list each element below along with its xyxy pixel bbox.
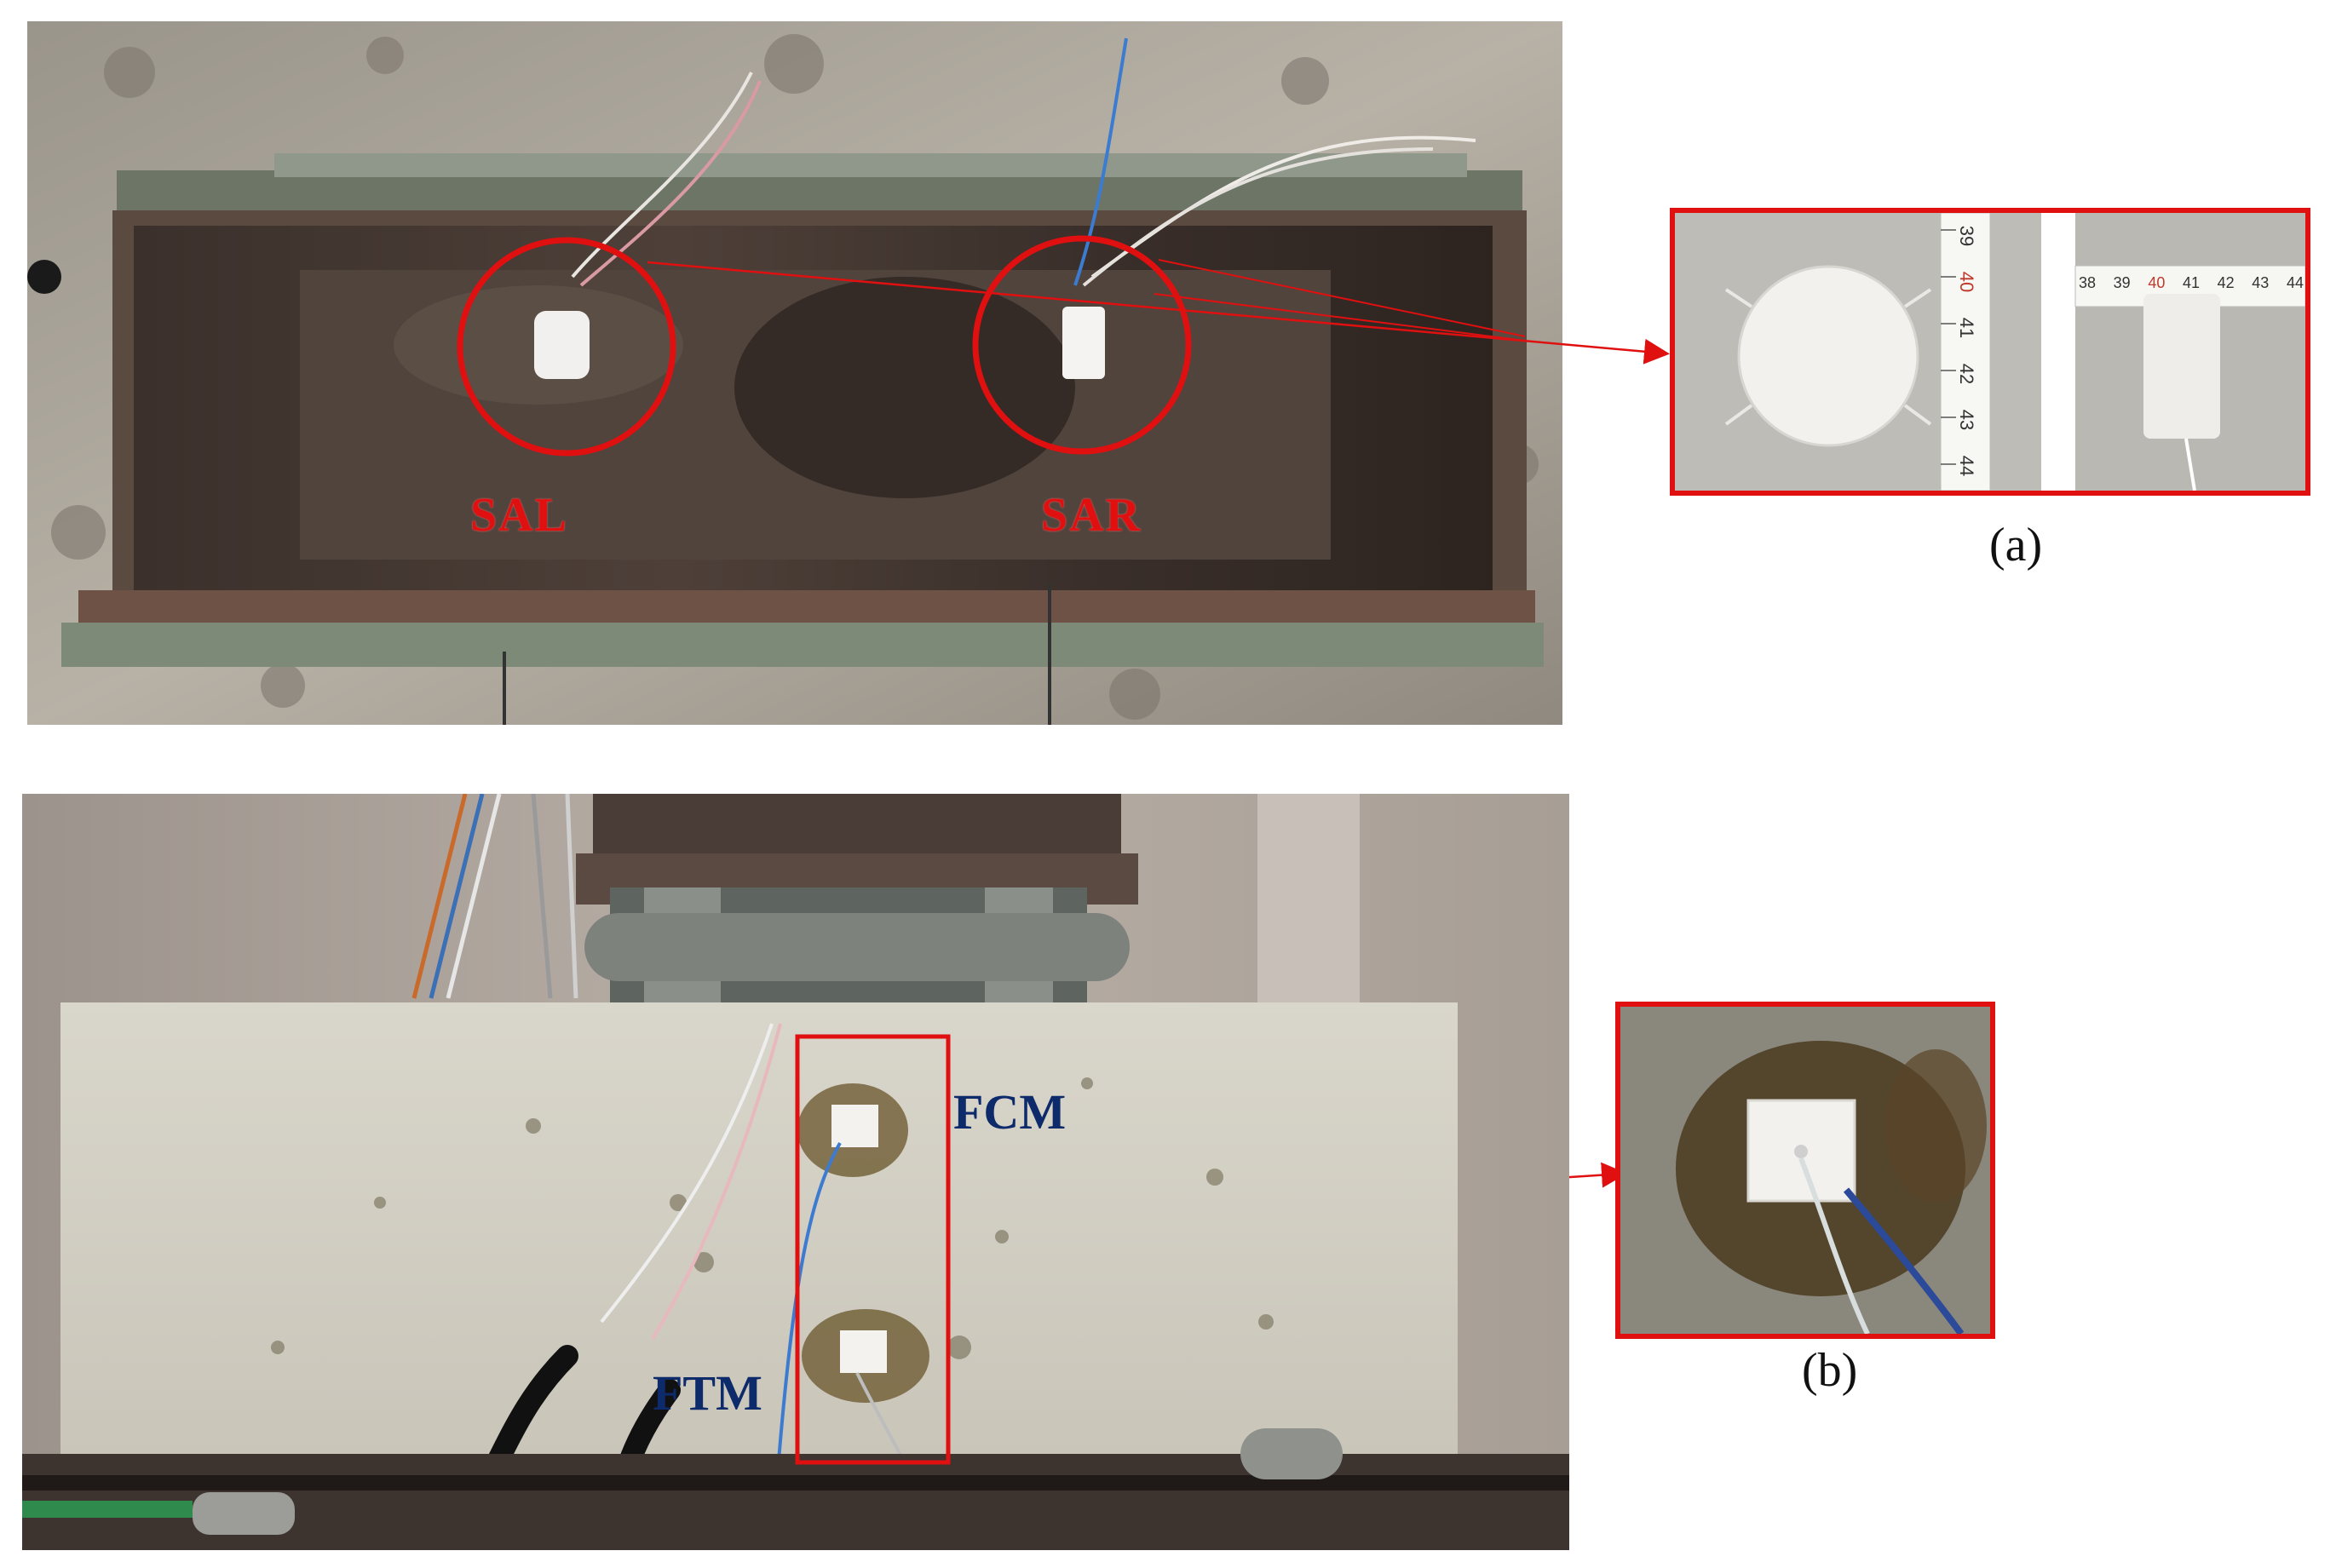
ruler-h-43: 43 — [2252, 274, 2270, 291]
panel-b-inset — [1615, 1002, 1995, 1339]
side-sensor — [2143, 294, 2220, 439]
label-sar: SAR — [1041, 489, 1142, 542]
highlight-rect-sensors — [795, 1034, 951, 1465]
sensor-sal — [534, 311, 590, 379]
panel-b-scene — [22, 794, 1569, 1550]
round-sensor — [1737, 265, 1919, 447]
inset-a-scene — [1675, 213, 2305, 491]
caption-b: (b) — [1802, 1344, 1858, 1397]
ruler-h-40: 40 — [2148, 274, 2166, 291]
caption-a: (a) — [1989, 519, 2043, 571]
highlight-circle-sar — [972, 235, 1192, 455]
highlight-circle-sal — [457, 237, 676, 457]
ruler-v-44: 44 — [1956, 455, 1978, 477]
inset-b-scene — [1620, 1007, 1990, 1334]
sensor-sar — [1062, 307, 1105, 379]
ruler-h-42: 42 — [2217, 274, 2235, 291]
ruler-vertical-labels: 39 40 41 42 43 44 — [1946, 218, 1988, 491]
sensor-ftm — [840, 1330, 887, 1373]
ruler-v-40: 40 — [1956, 271, 1978, 293]
ruler-h-41: 41 — [2182, 274, 2200, 291]
panel-a-scene — [27, 21, 1562, 725]
ruler-horizontal-labels: 38 39 40 41 42 43 44 — [2079, 274, 2304, 300]
panel-a-photo: SAL SAR — [27, 21, 1562, 725]
ruler-h-38: 38 — [2079, 274, 2097, 291]
panel-b-photo: FCM FTM — [22, 794, 1569, 1550]
ruler-h-44: 44 — [2286, 274, 2304, 291]
ruler-v-41: 41 — [1956, 317, 1978, 339]
label-sal: SAL — [470, 489, 568, 542]
arrow-a — [647, 261, 1670, 365]
label-ftm: FTM — [653, 1365, 762, 1421]
panel-a-inset: 39 40 41 42 43 44 38 39 40 41 42 43 44 — [1670, 208, 2310, 496]
label-fcm: FCM — [953, 1084, 1067, 1140]
ruler-h-39: 39 — [2113, 274, 2131, 291]
ruler-v-43: 43 — [1956, 409, 1978, 431]
concrete-beam — [60, 1002, 1458, 1454]
ruler-v-39: 39 — [1956, 225, 1978, 247]
ruler-v-42: 42 — [1956, 363, 1978, 385]
sensor-fcm — [831, 1105, 878, 1147]
